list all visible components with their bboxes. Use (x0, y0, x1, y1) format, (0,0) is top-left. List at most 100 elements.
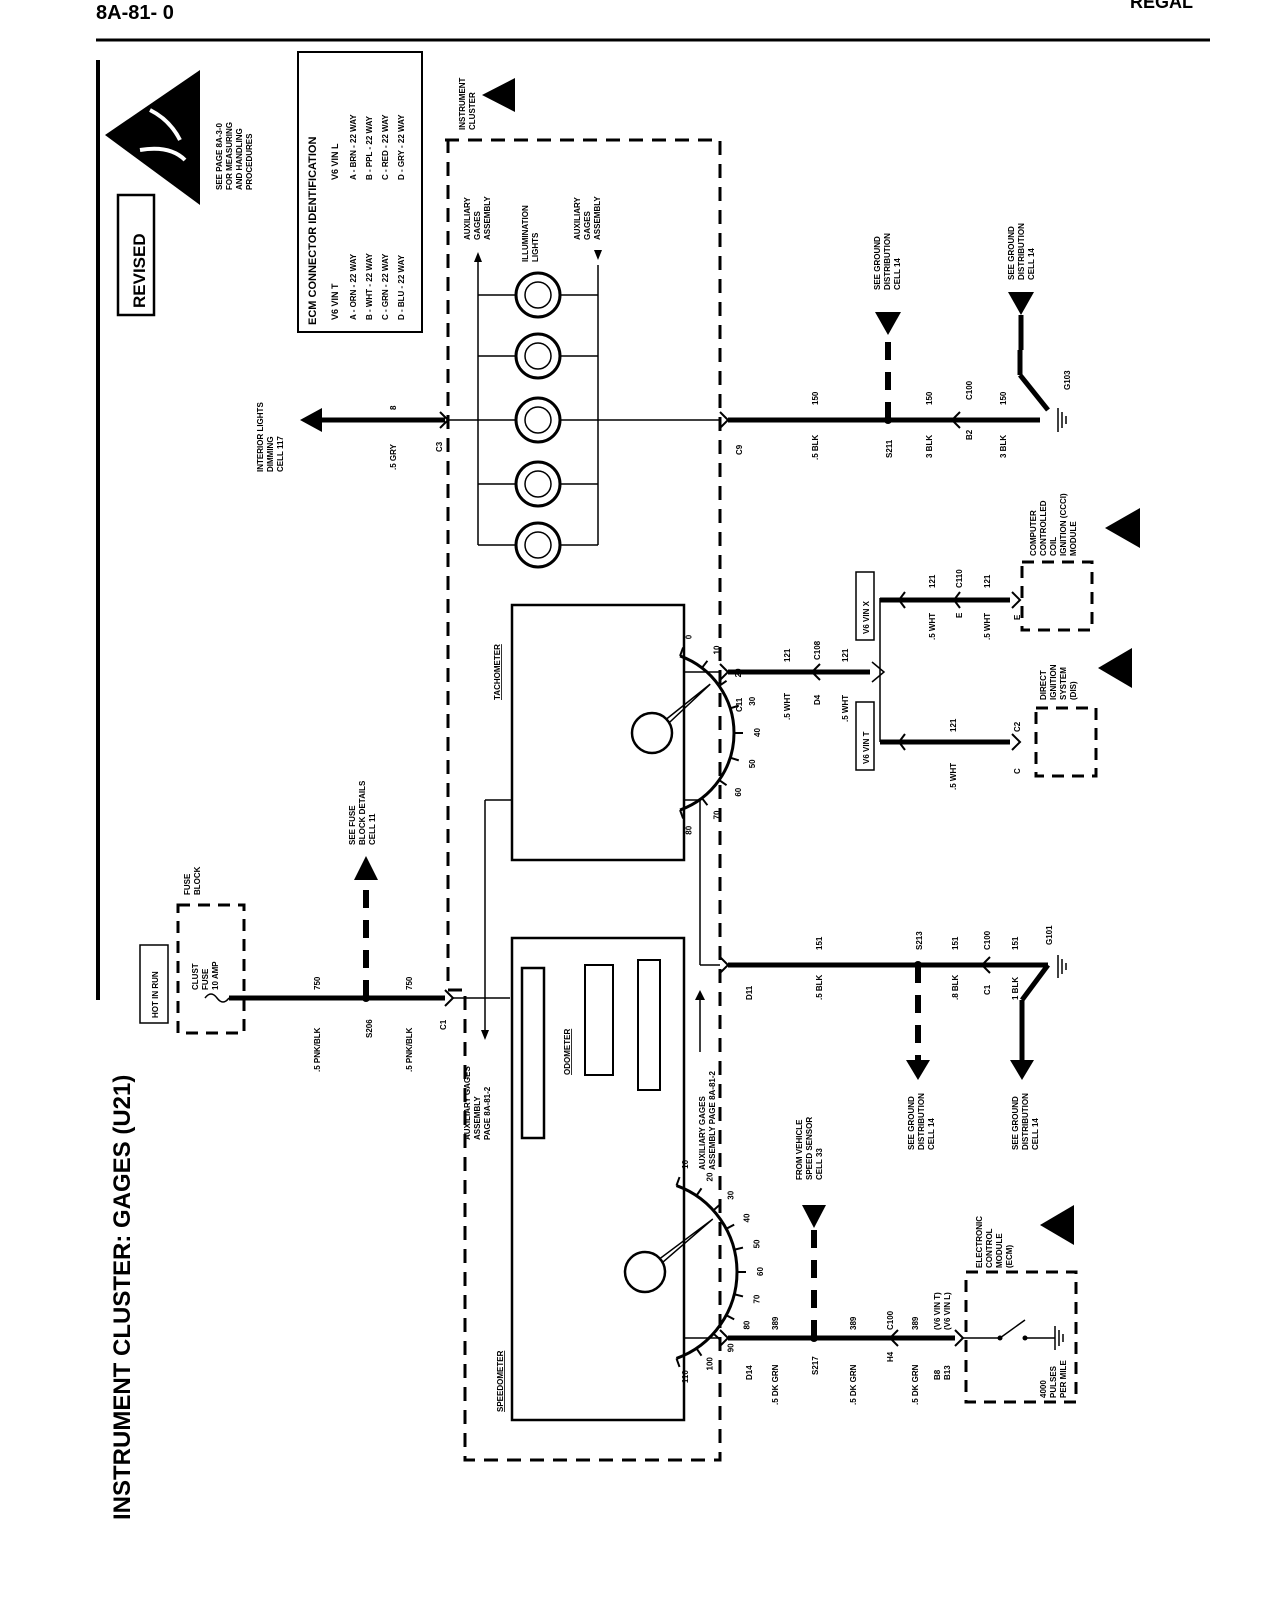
svg-text:D - BLU - 22 WAY: D - BLU - 22 WAY (397, 254, 406, 320)
c11-b-size: .5 WHT (841, 695, 850, 722)
revised-box (116, 193, 156, 317)
c9-b-size: 3 BLK (925, 435, 934, 458)
speedo-tick (675, 1176, 681, 1186)
svg-text:CONTROL: CONTROL (985, 1228, 994, 1268)
svg-text:C - RED - 22 WAY: C - RED - 22 WAY (381, 114, 390, 180)
ecm-esd-icon (1040, 1205, 1074, 1245)
d14-b-circ: 389 (849, 1316, 858, 1330)
c9-ground-circuit (719, 292, 1067, 432)
svg-text:CELL 14: CELL 14 (927, 1118, 936, 1150)
hot-in-run-label: HOT IN RUN (151, 971, 160, 1018)
svg-text:INSTRUMENT: INSTRUMENT (458, 77, 467, 130)
tach-tick-label: 80 (685, 825, 694, 834)
d14-c100: C100 (886, 1310, 895, 1330)
c9-c-size: 3 BLK (999, 435, 1008, 458)
odometer-label: ODOMETER (563, 1029, 572, 1075)
c9-c100: C100 (965, 380, 974, 400)
ccci-pin2: E (1013, 614, 1022, 620)
dis-label: DIRECT IGNITION SYSTEM (DIS) (1039, 664, 1078, 700)
speedo-tick-label: 60 (756, 1267, 765, 1276)
svg-text:CELL 33: CELL 33 (815, 1148, 824, 1180)
interior-lights-label: INTERIOR LIGHTS DIMMING CELL 117 (256, 402, 285, 472)
illumination-bulb-1 (478, 271, 598, 319)
tach-tick-label: 30 (748, 696, 757, 705)
d11-splice: S213 (915, 931, 924, 950)
svg-text:DISTRIBUTION: DISTRIBUTION (883, 233, 892, 290)
speedo-tick-label: 30 (727, 1190, 736, 1199)
svg-text:CLUST: CLUST (191, 963, 200, 990)
svg-text:SEE GROUND: SEE GROUND (1007, 226, 1016, 280)
speedometer-box (510, 936, 686, 1422)
tach-tick (679, 809, 685, 819)
d14-splice: S217 (811, 1356, 820, 1375)
svg-text:PROCEDURES: PROCEDURES (245, 133, 254, 190)
page-reference: 8A-81- 0 (96, 2, 174, 24)
c1-b-circ: 750 (405, 976, 414, 990)
c1-conn: C1 (439, 1019, 448, 1030)
svg-text:CELL 117: CELL 117 (276, 436, 285, 472)
svg-text:AUXILIARY: AUXILIARY (463, 197, 472, 240)
tach-dial-arc (679, 654, 736, 812)
svg-text:10 AMP: 10 AMP (211, 961, 220, 990)
ccci-label: COMPUTER CONTROLLED COIL IGNITION (CCCI)… (1029, 493, 1078, 556)
speedo-tick (734, 1246, 744, 1251)
speedo-tick (734, 1293, 744, 1298)
page-title: INSTRUMENT CLUSTER: GAGES (U21) (109, 1075, 136, 1520)
tachometer-label: TACHOMETER (493, 644, 502, 700)
svg-text:SEE GROUND: SEE GROUND (907, 1096, 916, 1150)
illumination-bulb-5 (478, 521, 598, 569)
tach-tick (679, 647, 685, 657)
svg-text:IGNITION (CCCI): IGNITION (CCCI) (1059, 493, 1068, 556)
tach-tick (729, 704, 740, 710)
svg-text:INTERIOR LIGHTS: INTERIOR LIGHTS (256, 402, 265, 472)
svg-text:CELL 14: CELL 14 (1027, 248, 1036, 280)
d11-ground-id: G101 (1045, 925, 1054, 945)
d14-b-size: .5 DK GRN (849, 1364, 858, 1405)
c11-c108: C108 (813, 640, 822, 660)
svg-text:GAGES: GAGES (583, 210, 592, 240)
svg-text:(V6 VIN L): (V6 VIN L) (943, 1292, 952, 1330)
d14-pins: B8 B13 (933, 1365, 952, 1380)
speedo-tick (675, 1358, 681, 1368)
svg-text:CELL 14: CELL 14 (893, 258, 902, 290)
clust-fuse-label: CLUST FUSE 10 AMP (191, 961, 220, 990)
svg-text:IGNITION: IGNITION (1049, 664, 1058, 700)
speedo-needle (641, 1218, 714, 1276)
interior-lights-connector (300, 408, 450, 432)
svg-text:B8: B8 (933, 1369, 942, 1380)
svg-text:4000: 4000 (1039, 1380, 1048, 1398)
speedo-tick (712, 1203, 721, 1212)
c9-ground-id: G103 (1063, 370, 1072, 390)
ecm-table-box (297, 51, 423, 333)
tach-tick (729, 756, 740, 762)
speedo-tick-label: 10 (681, 1159, 690, 1168)
aux-mid-label: AUXILIARY GAGES ASSEMBLY PAGE 8A-81-2 (698, 1070, 717, 1170)
illumination-bulb-2 (478, 332, 598, 380)
aux-gages-top-label: AUXILIARY GAGES ASSEMBLY (463, 196, 492, 240)
illumination-bulb-4 (478, 460, 598, 508)
gnd-dist-top2-label: SEE GROUND DISTRIBUTION CELL 14 (1007, 223, 1036, 280)
speedo-tick (695, 1347, 703, 1357)
tach-hub (630, 711, 674, 755)
vin-t-label: V6 VIN T (862, 731, 871, 764)
dis-pin: C (1013, 768, 1022, 774)
esd-warning-icon (105, 70, 200, 205)
tach-needle (648, 683, 711, 737)
d11-ground-circuit (719, 955, 1067, 1080)
svg-text:ECM CONNECTOR IDENTIFICATION: ECM CONNECTOR IDENTIFICATION (307, 137, 319, 325)
speedo-dial-arc (675, 1184, 739, 1360)
svg-text:(DIS): (DIS) (1069, 681, 1078, 700)
c9-b-circ: 150 (925, 391, 934, 405)
svg-text:CELL 14: CELL 14 (1031, 1118, 1040, 1150)
svg-text:(V6 VIN T): (V6 VIN T) (933, 1292, 942, 1330)
speedo-hub (623, 1250, 667, 1294)
c11-conn: C11 (735, 697, 744, 712)
revised-label: REVISED (130, 233, 149, 308)
vin-x-box (855, 571, 875, 641)
svg-text:COIL: COIL (1049, 537, 1058, 556)
ecm-label: ELECTRONIC CONTROL MODULE (ECM) (975, 1216, 1014, 1268)
svg-text:B - PPL - 22 WAY: B - PPL - 22 WAY (365, 115, 374, 180)
speedo-tick-label: 110 (681, 1370, 690, 1383)
svg-text:B13: B13 (943, 1365, 952, 1380)
